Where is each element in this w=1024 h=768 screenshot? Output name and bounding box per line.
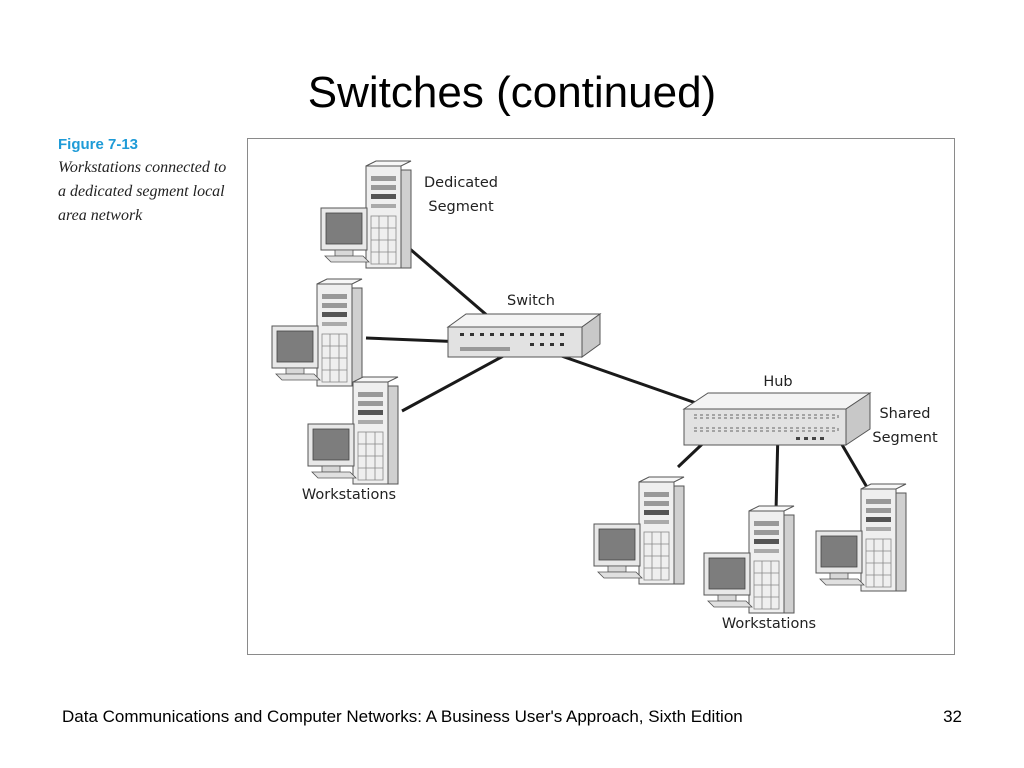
- hub-label: Hub: [763, 374, 793, 390]
- workstation-left-2: [307, 376, 399, 485]
- workstation-right-1: [593, 476, 685, 585]
- shared-segment-label: Shared Segment: [868, 402, 942, 450]
- hub-device: [682, 392, 872, 446]
- dedicated-label-line1: Dedicated: [424, 175, 498, 191]
- switch-label: Switch: [507, 293, 555, 309]
- figure-number: Figure 7-13: [58, 136, 139, 153]
- slide-title: Switches (continued): [307, 68, 717, 117]
- shared-label-line2: Segment: [872, 430, 938, 446]
- workstation-right-3: [815, 483, 907, 592]
- network-diagram: Dedicated Segment Switch Hub Shared Segm…: [247, 138, 955, 655]
- figure-description: Workstations connected to a dedicated se…: [58, 159, 227, 224]
- shared-label-line1: Shared: [879, 406, 931, 422]
- workstation-dedicated: [320, 160, 412, 269]
- workstation-left-1: [271, 278, 363, 387]
- page-number: 32: [943, 707, 962, 726]
- switch-device: [446, 313, 602, 358]
- figure-caption: Figure 7-13 Workstations connected to a …: [58, 134, 238, 228]
- workstation-right-2: [703, 505, 795, 614]
- dedicated-label-line2: Segment: [428, 199, 494, 215]
- slide-footer: Data Communications and Computer Network…: [62, 707, 743, 726]
- workstations-right-label: Workstations: [721, 616, 817, 632]
- dedicated-segment-label: Dedicated Segment: [416, 171, 506, 219]
- workstations-left-label: Workstations: [301, 487, 397, 503]
